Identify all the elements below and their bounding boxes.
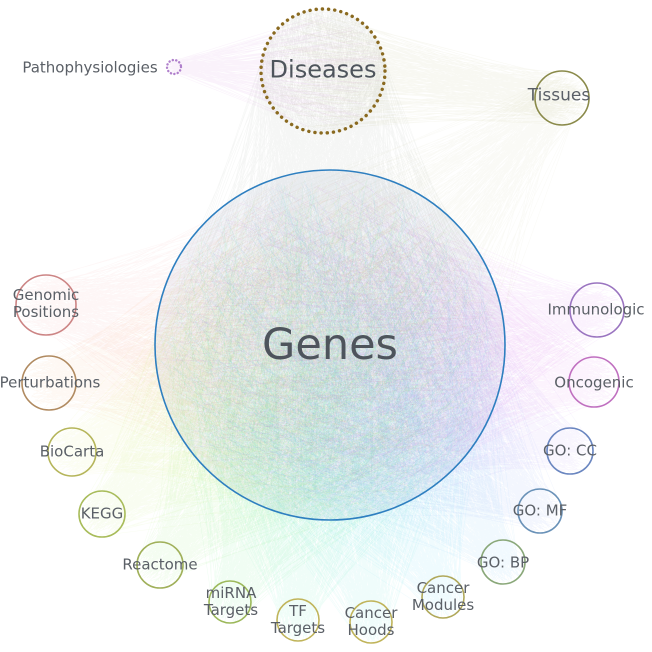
tf_targets-node-circle[interactable] [276, 598, 320, 642]
immunologic-node-circle[interactable] [569, 282, 625, 338]
tissues-node-circle[interactable] [534, 70, 590, 126]
cancer_modules-edges-genes [165, 179, 490, 617]
diseases-edges-genes [159, 8, 497, 514]
tf_targets-edges-genes [165, 180, 502, 641]
biocarta-node-circle[interactable] [47, 427, 97, 477]
genes-node-fill [155, 170, 505, 520]
go_cc-edges-genes [159, 182, 592, 514]
mirna_targets-node-circle[interactable] [208, 580, 252, 624]
oncogenic-node-circle[interactable] [568, 356, 620, 408]
cancer_hoods-node-circle[interactable] [349, 600, 393, 644]
pathophysiologies-node-circle[interactable] [165, 58, 183, 76]
immunologic-edges-genes [163, 174, 624, 512]
genomic_positions-edges-genes [17, 176, 497, 500]
go_mf-edges-genes [175, 181, 562, 532]
cancer_modules-node-circle[interactable] [421, 575, 465, 619]
go_bp-node-circle[interactable] [480, 539, 526, 585]
cancer_hoods-edges-genes [159, 179, 491, 643]
diseases-node-circle[interactable] [259, 7, 387, 135]
go_cc-node-circle[interactable] [546, 427, 594, 475]
reactome-edges-genes [137, 180, 500, 588]
go_bp-edges-genes [160, 182, 524, 583]
perturbations-node-circle[interactable] [21, 355, 77, 411]
kegg-edges-genes [79, 176, 499, 536]
reactome-node-circle[interactable] [136, 541, 184, 589]
genes-node-circle[interactable] [154, 169, 506, 521]
genomic_positions-node-circle[interactable] [15, 274, 77, 336]
pathophysiologies-edges-diseases [167, 15, 384, 127]
mirna_targets-edges-genes [160, 185, 497, 623]
go_mf-node-circle[interactable] [517, 488, 563, 534]
kegg-node-circle[interactable] [78, 490, 126, 538]
tissues-edges-diseases [262, 13, 589, 131]
tissues-edges-genes [170, 72, 586, 516]
oncogenic-edges-genes [163, 181, 618, 508]
